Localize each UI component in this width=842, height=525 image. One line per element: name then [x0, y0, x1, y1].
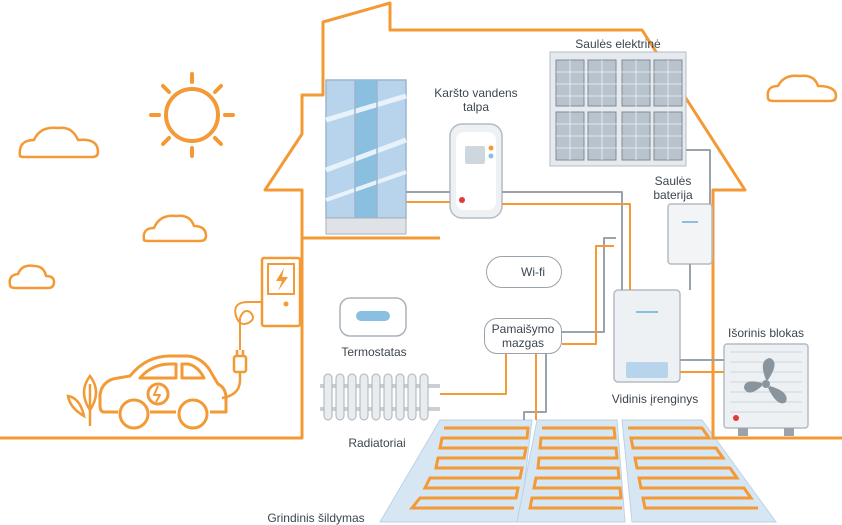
hot-water-tank-label-line1: Karšto vandens	[434, 86, 518, 100]
house-outline	[0, 1, 842, 440]
thermostat-label: Termostatas	[341, 345, 407, 359]
thermostat-device	[339, 297, 407, 337]
mixing-node-label-line1: Pamaišymo	[491, 322, 555, 336]
outdoor-unit	[723, 343, 809, 436]
sun-icon	[149, 72, 235, 158]
cloud-icon	[766, 74, 838, 103]
cloud-icon	[142, 214, 208, 243]
lightning-icon	[276, 268, 288, 291]
solar-battery-label-line2: baterija	[653, 188, 693, 202]
wifi-label: Wi-fi	[521, 265, 545, 279]
charging-cable	[234, 301, 254, 350]
electric-car-icon	[98, 354, 228, 430]
mixing-node-label-line2: mazgas	[501, 336, 545, 350]
floor-heating-label: Grindinis šildymas	[267, 511, 365, 525]
cloud-icon	[18, 126, 100, 159]
outdoor-unit-label: Išorinis blokas	[727, 326, 805, 340]
solar-panel-array	[549, 51, 687, 167]
cloud-icon	[8, 264, 56, 290]
pipes	[406, 149, 724, 420]
fan-icon	[744, 358, 787, 404]
radiator	[320, 373, 440, 421]
electric-meter	[248, 256, 302, 328]
solar-plant-label: Saulės elektrinė	[575, 37, 661, 51]
wifi-badge: Wi-fi	[486, 256, 562, 288]
solar-battery-label: Saulės baterija	[644, 174, 702, 202]
floor-heating-mats	[379, 419, 777, 523]
indoor-unit	[613, 289, 681, 383]
indoor-unit-label: Vidinis įrenginys	[611, 392, 699, 406]
shower-cabin	[325, 79, 407, 235]
leaf-icon	[66, 373, 98, 426]
mixing-node-box: Pamaišymo mazgas	[484, 318, 562, 354]
solar-battery	[667, 203, 713, 265]
solar-battery-label-line1: Saulės	[654, 174, 692, 188]
hot-water-tank-label-line2: talpa	[462, 100, 490, 114]
hot-water-tank-label: Karšto vandens talpa	[420, 86, 532, 114]
radiators-label: Radiatoriai	[348, 436, 406, 450]
hot-water-tank	[449, 123, 503, 219]
